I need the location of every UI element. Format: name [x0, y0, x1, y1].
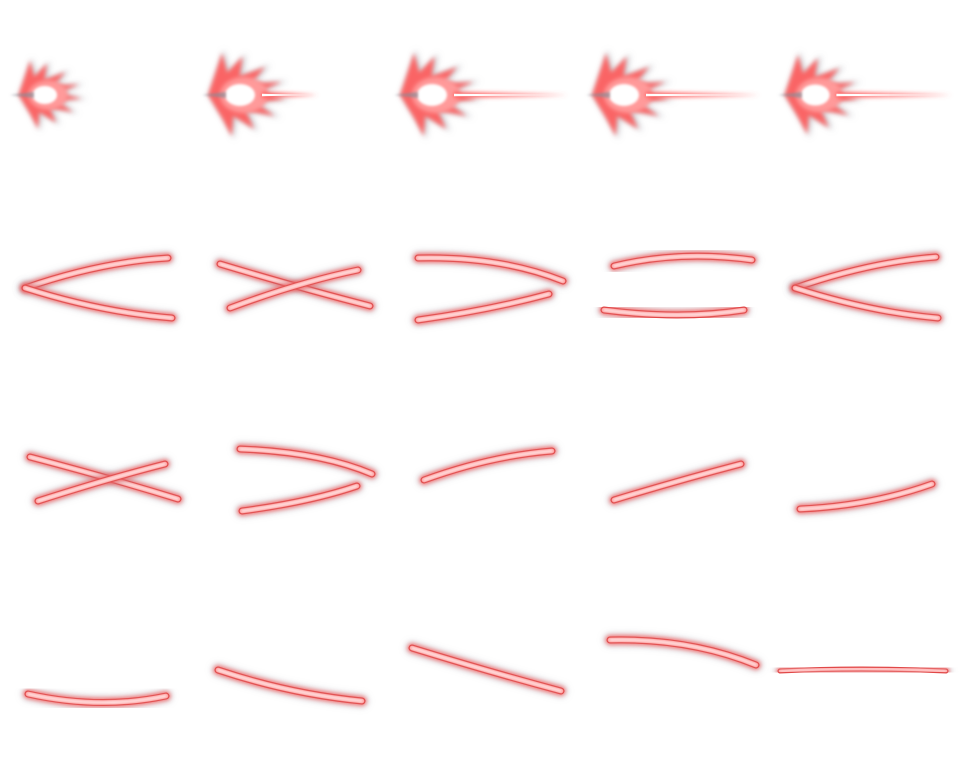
- beam-trail: [597, 303, 751, 322]
- sprite-frame-9: [597, 249, 759, 322]
- sprite-frame-1: [10, 57, 89, 132]
- beam-trail: [235, 479, 364, 518]
- sprite-frame-18: [405, 641, 568, 698]
- beam-trail: [18, 281, 179, 325]
- beam-trail: [21, 687, 173, 709]
- sprite-frame-3: [394, 49, 568, 140]
- sprite-frame-16: [21, 687, 173, 709]
- sprite-frame-8: [411, 251, 570, 327]
- beam-trail: [405, 641, 568, 698]
- beam-trail: [31, 457, 172, 508]
- sprite-frame-13: [417, 444, 559, 487]
- beam-trail: [233, 442, 379, 481]
- beam-trail: [788, 281, 945, 325]
- sprite-frame-11: [23, 450, 185, 508]
- beam-trail: [411, 287, 556, 327]
- sprite-frame-14: [607, 457, 748, 507]
- beam-trail: [793, 477, 939, 516]
- beam-trail: [417, 444, 559, 487]
- sprite-frame-17: [211, 663, 369, 708]
- sprite-frame-2: [202, 49, 318, 140]
- beam-trail: [607, 249, 759, 273]
- sprite-frame-5: [778, 51, 952, 138]
- sprite-frame-6: [18, 251, 179, 325]
- sprite-frame-20: [774, 663, 952, 677]
- beam-trail: [607, 457, 748, 507]
- sprite-frame-12: [233, 442, 379, 518]
- beam-trail: [18, 251, 175, 295]
- sprite-frame-4: [586, 49, 760, 140]
- beam-trail: [788, 250, 943, 295]
- sprite-frame-15: [793, 477, 939, 516]
- sprite-frame-19: [603, 633, 763, 672]
- sprite-frame-10: [788, 250, 945, 325]
- beam-trail: [603, 633, 763, 672]
- beam-trail: [211, 663, 369, 708]
- beam-trail: [411, 251, 570, 288]
- beam-trail: [223, 263, 365, 315]
- sprite-frame-7: [213, 257, 377, 315]
- beam-trail: [774, 663, 952, 677]
